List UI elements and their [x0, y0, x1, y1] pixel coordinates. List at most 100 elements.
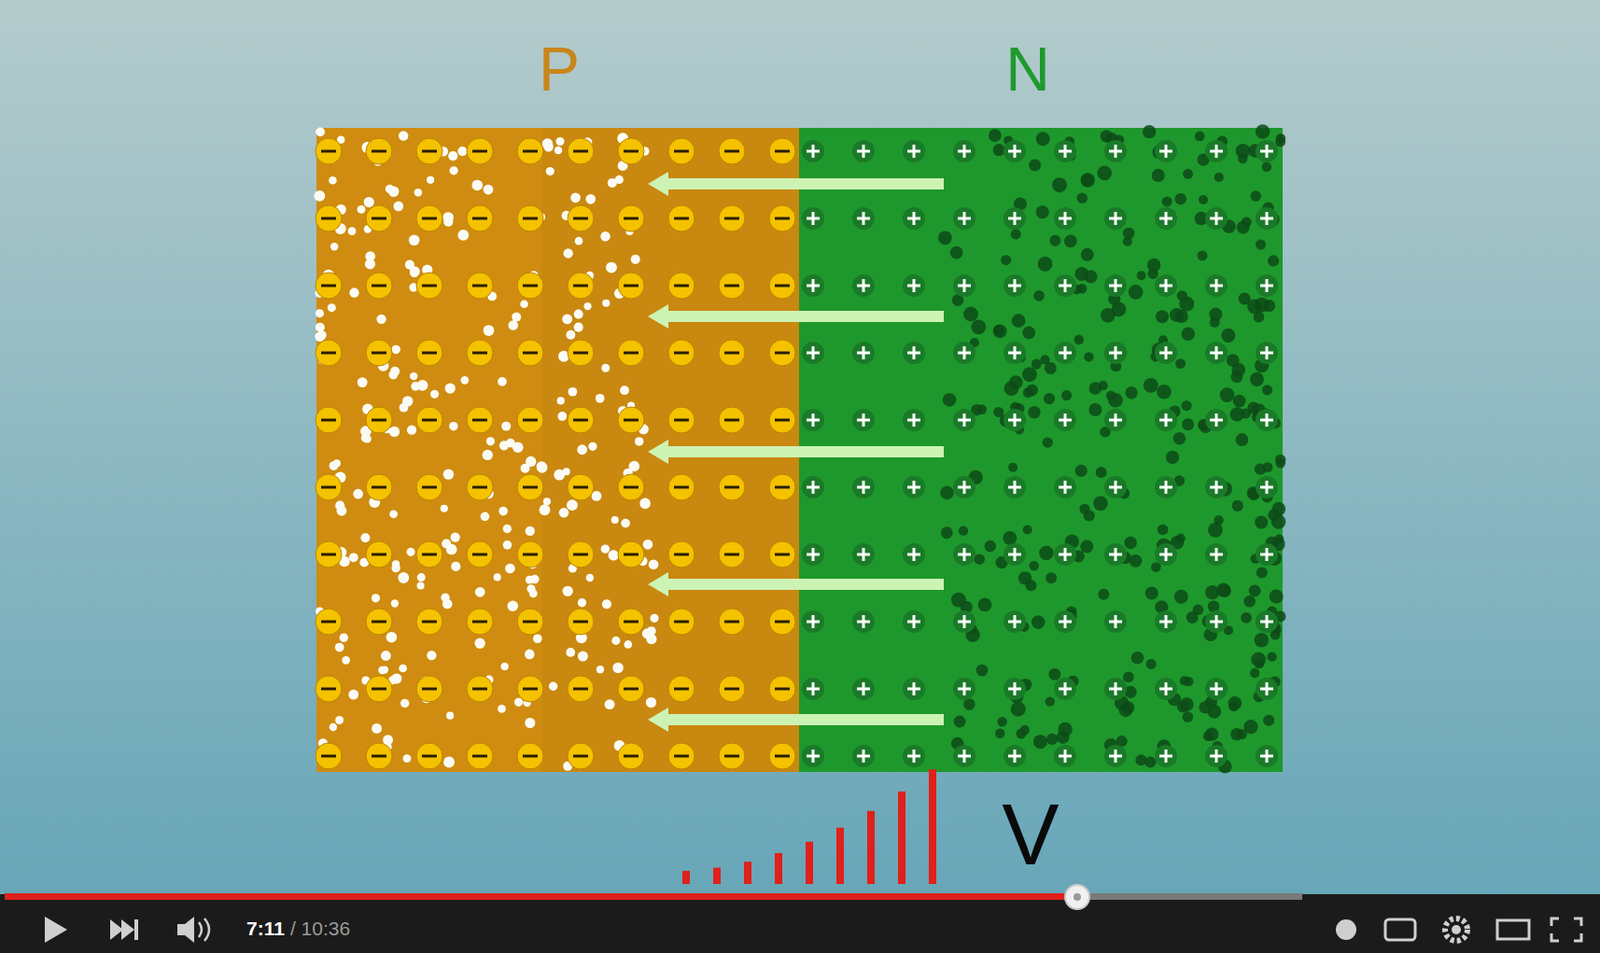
donor-ion [1255, 341, 1278, 365]
hole [450, 561, 461, 572]
acceptor-ion [517, 541, 544, 568]
hole [639, 498, 651, 510]
hole [585, 194, 596, 205]
hole [562, 586, 574, 597]
electron [1220, 387, 1236, 403]
hole [498, 506, 508, 517]
electron [1235, 433, 1250, 447]
hole [363, 435, 372, 444]
donor-ion [1154, 341, 1178, 365]
semiconductor-region: P [316, 127, 800, 772]
hole [497, 377, 507, 387]
donor-ion [852, 274, 875, 297]
donor-ion [902, 543, 926, 566]
donor-ion [1003, 207, 1026, 230]
hole [623, 640, 632, 649]
minus-sign [371, 553, 387, 557]
electron [973, 553, 985, 565]
electron [1022, 366, 1038, 382]
electron [1198, 195, 1208, 205]
electron [1083, 509, 1095, 521]
hole [483, 184, 494, 196]
hole [474, 638, 485, 649]
hole [407, 547, 416, 557]
electron [1231, 370, 1244, 383]
plus-sign [907, 279, 921, 293]
scrub-knob-dot [1073, 893, 1081, 901]
donor-ion [801, 140, 825, 163]
electron [1064, 235, 1078, 249]
hole [520, 463, 531, 474]
hole [554, 146, 563, 155]
minus-sign [724, 351, 740, 355]
acceptor-ion [517, 743, 544, 770]
acceptor-ion [365, 474, 393, 501]
progress-bar [4, 893, 1079, 900]
acceptor-ion [466, 541, 493, 568]
plus-sign [1209, 615, 1223, 629]
minus-sign [774, 217, 790, 221]
donor-ion [1255, 274, 1278, 297]
plus-sign [1008, 480, 1022, 494]
plus-sign [1260, 480, 1274, 494]
donor-ion [953, 274, 976, 297]
hole [588, 442, 597, 451]
minus-sign [573, 419, 589, 422]
electron [1042, 436, 1053, 448]
electron [942, 392, 957, 408]
acceptor-ion [718, 205, 745, 232]
plus-sign [856, 413, 871, 427]
hole [615, 175, 624, 184]
plus-sign [1209, 413, 1223, 427]
minus-sign [371, 419, 387, 422]
hole [643, 539, 654, 550]
electron [1157, 524, 1169, 536]
minus-sign [724, 687, 740, 691]
plus-sign [957, 547, 971, 562]
electron [963, 307, 979, 323]
donor-ion [852, 543, 875, 566]
hole [536, 462, 548, 474]
hole [330, 242, 338, 251]
electron [1208, 308, 1222, 322]
plus-sign [1260, 615, 1274, 629]
minus-sign [421, 486, 437, 490]
field-arrow [647, 304, 944, 329]
donor-ion [953, 543, 976, 566]
plus-sign [1209, 346, 1223, 360]
electron [1150, 561, 1162, 573]
hole [577, 598, 587, 607]
hole [349, 287, 359, 297]
hole [486, 436, 495, 446]
acceptor-ion [466, 138, 493, 165]
hole [506, 600, 519, 612]
minus-sign [623, 419, 639, 422]
minus-sign [724, 486, 740, 490]
acceptor-ion [315, 339, 342, 366]
electron [993, 323, 1008, 338]
plus-sign [1108, 547, 1123, 562]
plus-sign [1108, 413, 1123, 427]
acceptor-ion [769, 138, 796, 165]
minus-sign [724, 755, 740, 758]
donor-ion [852, 677, 875, 701]
donor-ion [1053, 207, 1077, 230]
donor-ion [1205, 610, 1228, 633]
minus-sign [522, 553, 538, 557]
hole [501, 421, 511, 432]
electron [1000, 254, 1011, 266]
acceptor-ion [315, 272, 342, 299]
plus-sign [1058, 279, 1072, 293]
acceptor-ion [517, 205, 544, 232]
donor-ion [953, 476, 976, 499]
acceptor-ion [416, 272, 443, 299]
plus-sign [806, 682, 820, 696]
electron [1052, 177, 1067, 193]
donor-ion [1003, 677, 1026, 701]
minus-sign [321, 486, 337, 490]
plus-sign [907, 749, 921, 763]
electron [1266, 651, 1277, 661]
electron [1022, 326, 1036, 340]
settings-icon [1445, 918, 1468, 941]
